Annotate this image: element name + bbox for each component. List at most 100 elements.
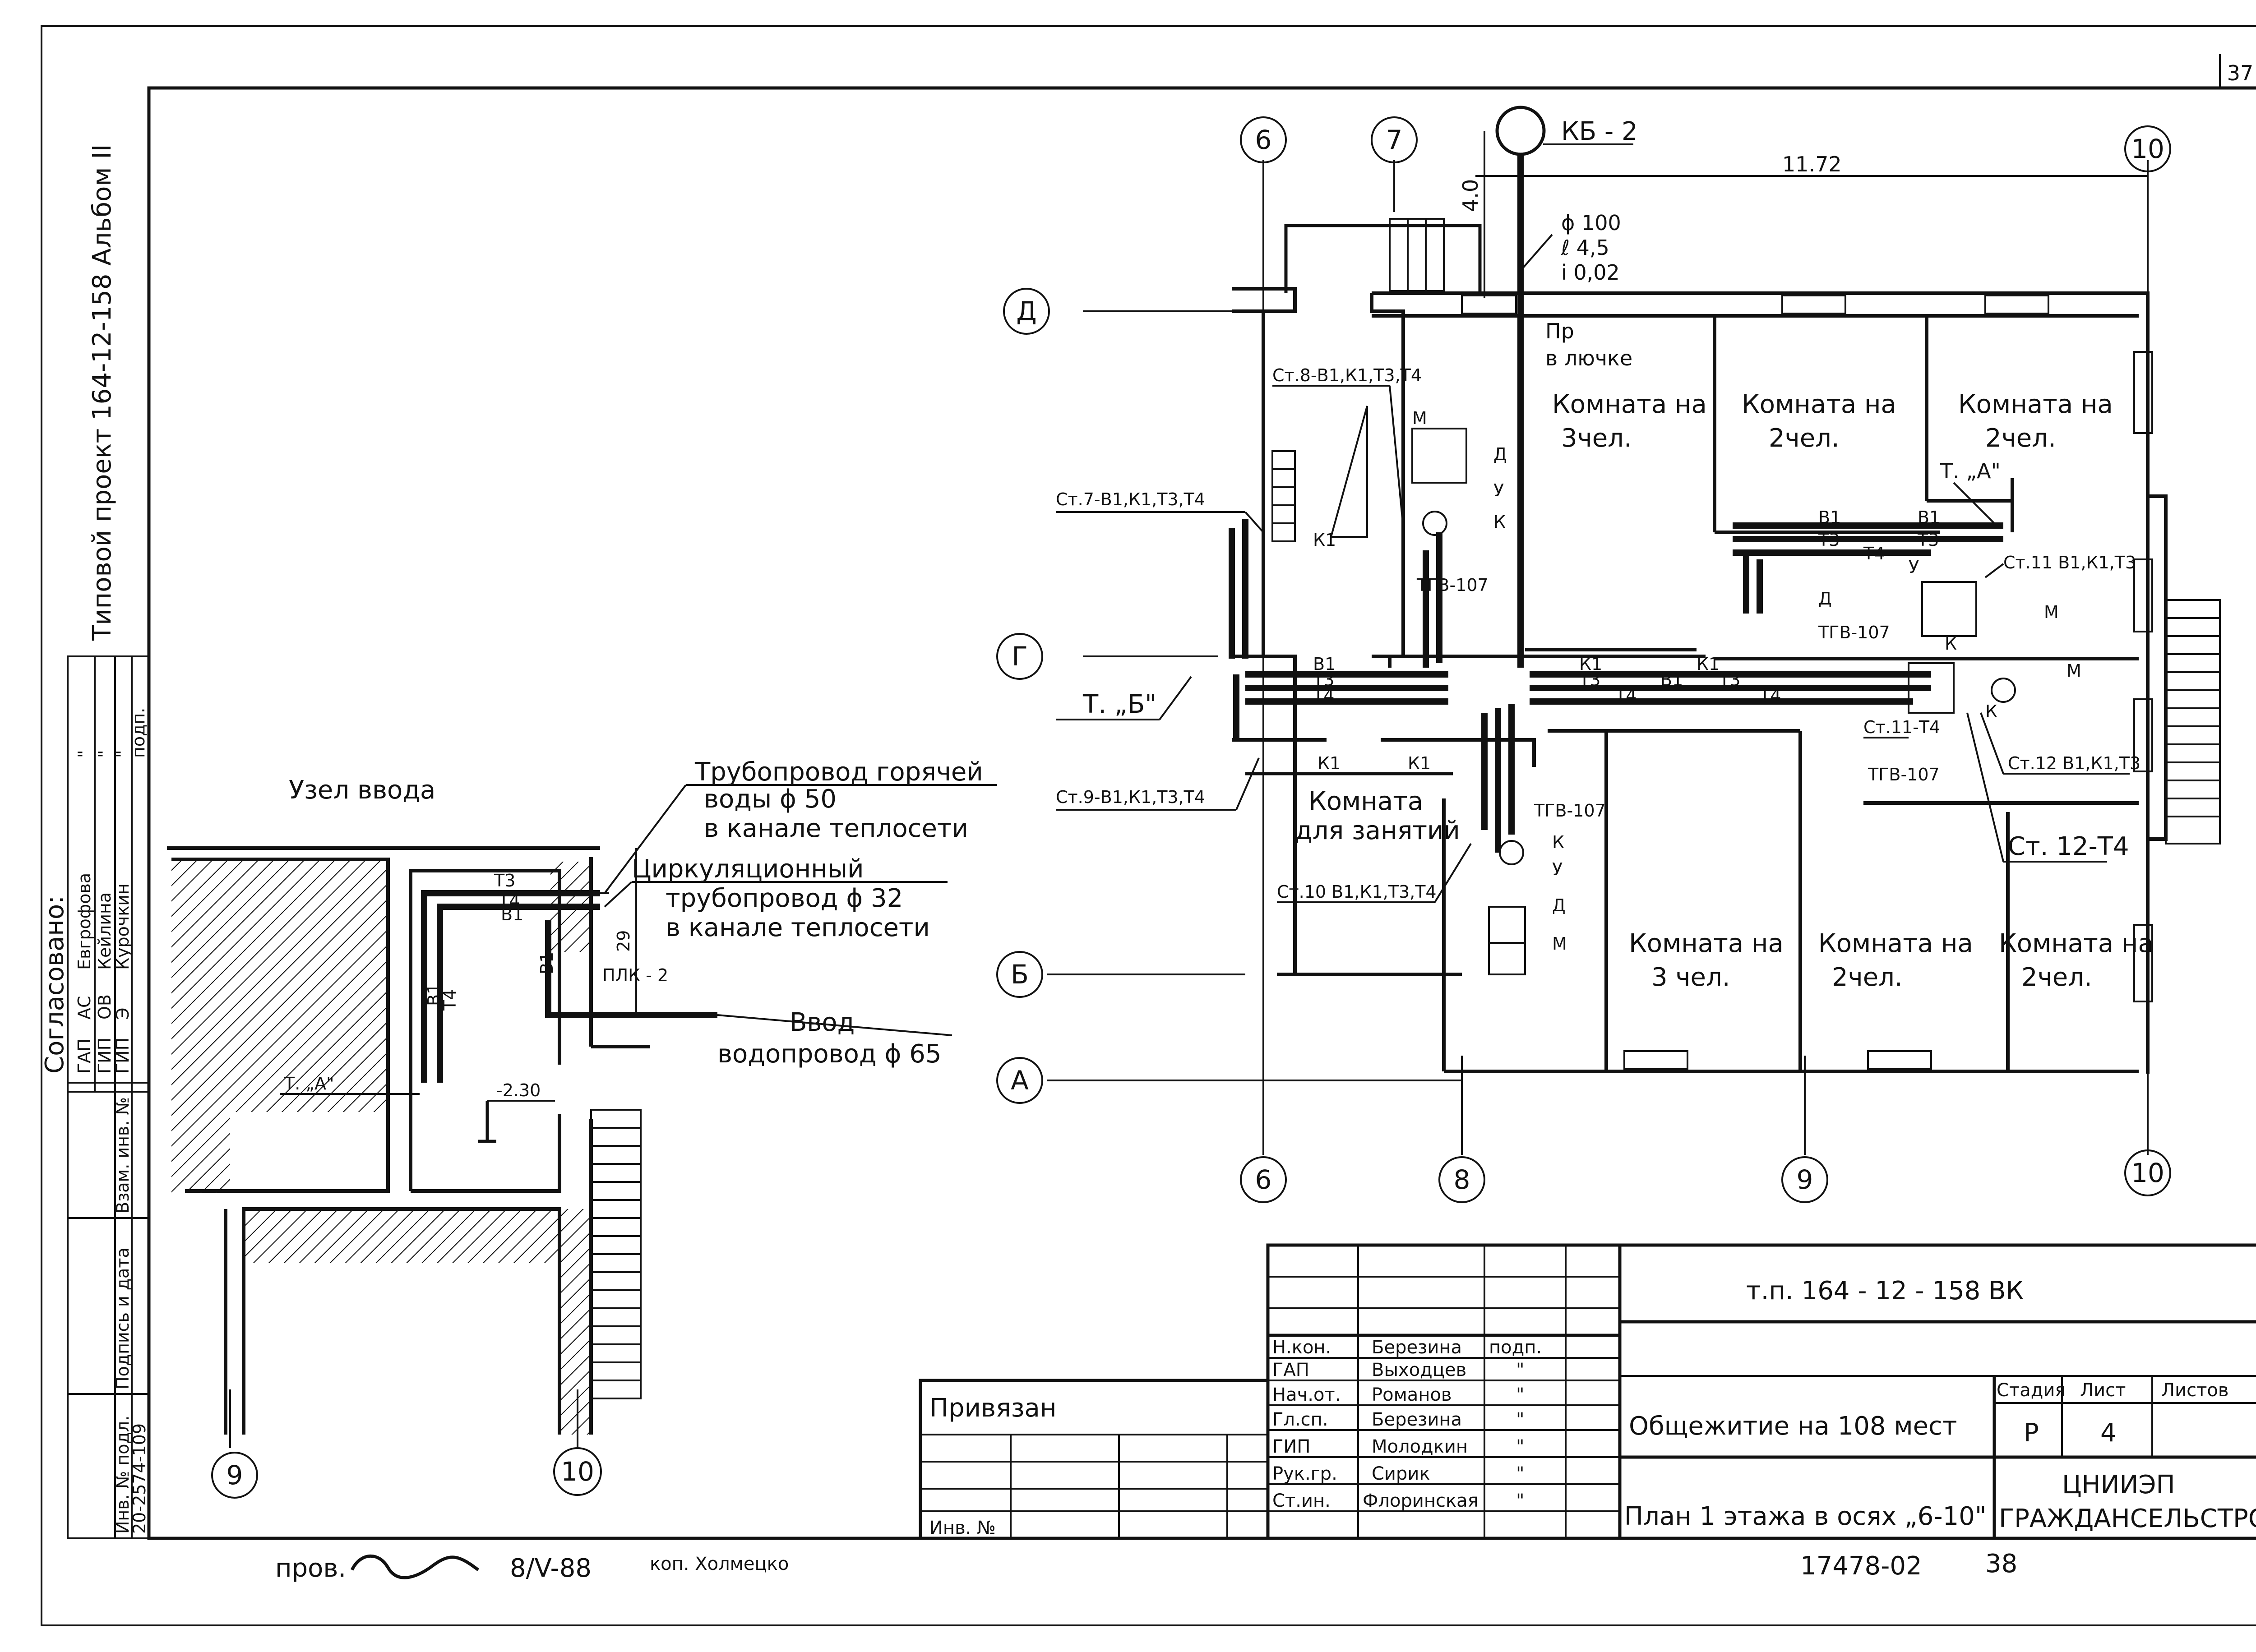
node-dim-29: 29 [614,930,633,952]
axis-left-d [1003,288,1050,335]
approval-row-3-dept: Э [113,1007,133,1020]
well-label: КБ - 2 [1561,117,1638,146]
pipe-label-b1-e: В1 [1918,508,1940,527]
hatch-note-2: в лючке [1545,346,1632,370]
node-hot-pipe-line2: воды ϕ 50 [704,784,837,814]
title-block: т.п. 164 - 12 - 158 ВК Общежитие на 108 … [919,1243,2256,1540]
pipe-label-t3-d: Т3 [1818,530,1840,550]
room-4-line2: для занятий [1295,816,1460,845]
axis-left-g [996,633,1043,680]
node-inlet-line2: водопровод ϕ 65 [717,1039,941,1069]
riser-st12b: Ст. 12-Т4 [2008,832,2129,861]
node-stairs [590,1109,642,1399]
floor-plan: КБ - 2 11.72 4.0 ϕ 100 ℓ 4,5 i 0,02 Пр в… [996,106,2221,1203]
outer-border [41,25,2256,1626]
sig-4-name: Березина [1372,1409,1462,1430]
sig-7-role: Ст.ин. [1272,1490,1331,1511]
approval-row-2-role: ГИП [95,1038,115,1074]
plan-stairs-left [1271,218,1482,542]
node-circ-pipe-line3: в канале теплосети [666,913,930,942]
node-label-t4-vert: Т4 [440,989,460,1011]
plan-dim-width: 11.72 [1782,152,1842,176]
side-strip: Типовой проект 164-12-158 Альбом II Согл… [40,144,150,1539]
inventory-number: 20-2574-109 [129,1423,149,1534]
riser-st7: Ст.7-В1,К1,Т3,Т4 [1056,489,1205,509]
room-3-line1: Комната на [1958,390,2113,419]
inlet-node: Узел ввода [167,757,997,1499]
axis-bottom-6 [1240,1156,1287,1203]
tb-object: Общежитие на 108 мест [1629,1412,1957,1441]
approval-row-3-sign: " [113,750,133,758]
axis-top-7-label: 7 [1386,125,1403,155]
axis-top-6-label: 6 [1255,125,1272,155]
sig-7-name: Флоринская [1363,1490,1479,1511]
pipe-spec-length: ℓ 4,5 [1561,235,1609,260]
fixture-group-1: М Д У К [1411,408,1507,536]
sig-5-role: ГИП [1272,1436,1310,1457]
sig-2-sign: " [1516,1360,1524,1380]
footer-page: 38 [1985,1549,2017,1578]
svg-text:К: К [1552,832,1564,852]
riser-st10: Ст.10 В1,К1,Т3,Т4 [1277,882,1437,902]
pipe-label-k1-d: К1 [1318,753,1341,773]
svg-text:Д: Д [1818,589,1832,609]
heater-2: ТГВ-107 [1818,623,1890,642]
riser-st9: Ст.9-В1,К1,Т3,Т4 [1056,787,1205,807]
node-label-t4: Т4 [498,891,520,911]
well-kb2 [1495,106,1546,156]
inventory-label-1: Инв. № подл. [113,1416,133,1534]
fixture-group-2: М Д У К [1818,557,2059,654]
axis-bottom-9-label: 9 [1797,1164,1813,1195]
node-label-t3: Т3 [494,871,515,891]
pipe-label-k1-b: К1 [1579,654,1602,674]
tb-sheet-name: План 1 этажа в осях „6-10" [1624,1502,1987,1531]
tb-org-2: ГРАЖДАНСЕЛЬСТРОЙ [1999,1504,2256,1533]
node-axis-9 [211,1452,258,1499]
node-axis-10-label: 10 [561,1456,594,1487]
corner-sheet-number: 37 [2227,61,2254,85]
axis-top-7 [1371,116,1418,163]
node-pipe-b1 [545,920,717,1018]
node-circ-pipe-line2: трубопровод ϕ 32 [666,884,903,913]
inventory-label-3: Взам. инв. № [113,1097,133,1214]
svg-text:М: М [1552,934,1567,954]
fixture-group-3: М К [1908,661,2081,721]
pipe-label-b1-d: В1 [1818,508,1841,527]
heater-4: ТГВ-107 [1534,801,1606,821]
sig-6-name: Сирик [1372,1463,1430,1484]
sig-3-name: Романов [1372,1384,1452,1405]
room-2-line2: 2чел. [1769,424,1840,453]
pipe-label-t3-e: Т3 [1917,530,1939,550]
svg-text:К: К [1945,634,1957,654]
riser-st11b: Ст.11-Т4 [1863,717,1940,737]
axis-top-10 [2124,125,2171,172]
pipe-label-t4-a: Т4 [1313,686,1334,706]
sig-1-role: Н.кон. [1272,1337,1331,1358]
node-label-b1-vert: В1 [424,983,444,1006]
plan-stairs-right [2148,494,2221,844]
axis-top-6 [1240,116,1287,163]
node-axis-9-label: 9 [227,1460,243,1490]
tb-sheet-value: 4 [2100,1418,2117,1448]
approval-row-3-role: ГИП [113,1038,133,1074]
sig-4-role: Гл.сп. [1272,1409,1328,1430]
footer: пров. 8/V-88 коп. Холмецко 17478-02 38 [275,1549,2017,1583]
fixture-group-4: К У Д М [1488,832,1567,975]
axis-left-g-label: Г [1012,641,1027,672]
approval-header: Согласовано: [40,895,69,1074]
sig-2-role: ГАП [1272,1360,1309,1380]
tb-stage-value: Р [2024,1418,2039,1448]
sig-5-name: Молодкин [1372,1436,1468,1457]
pipe-spec-diameter: ϕ 100 [1561,211,1621,235]
sig-6-role: Рук.гр. [1272,1463,1337,1484]
point-b: Т. „Б" [1082,690,1156,719]
axis-top-10-label: 10 [2131,134,2164,164]
svg-text:У: У [1909,557,1919,577]
approval-row-1-role: ГАП [74,1038,94,1074]
room-3-line2: 2чел. [1985,424,2056,453]
node-pipe-t4 [437,904,600,1083]
footer-drawing-number: 17478-02 [1800,1551,1922,1581]
node-circ-pipe-line1: Циркуляционный [632,854,864,884]
node-label-b1: В1 [501,904,523,924]
